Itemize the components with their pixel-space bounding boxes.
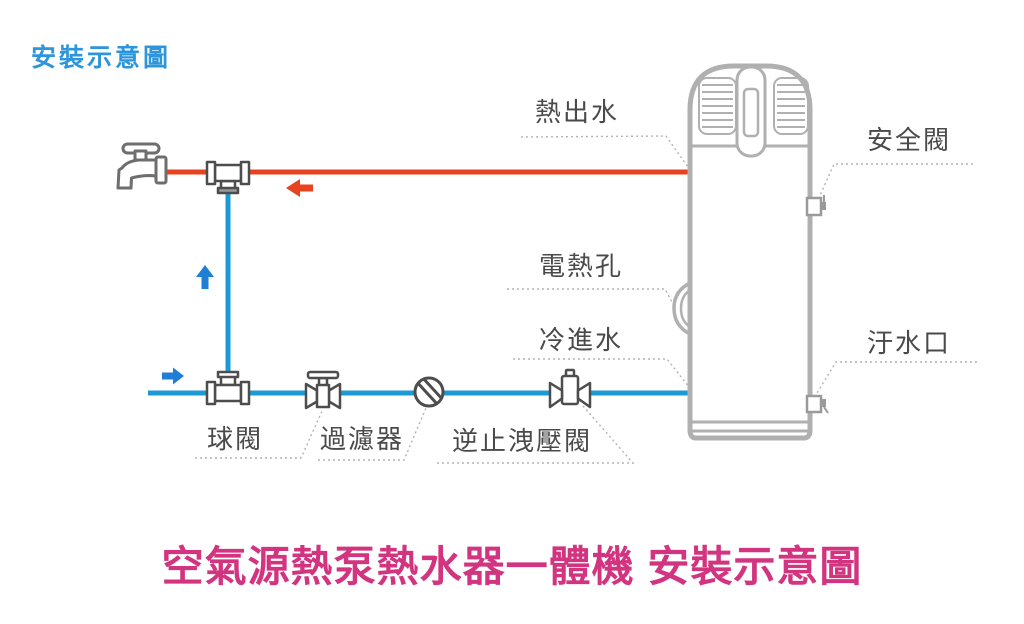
leader-drain-port [813, 361, 977, 399]
water-heater-tank [672, 63, 829, 441]
cold-flow-arrow-right-icon [162, 367, 184, 385]
label-cold-water-in: 冷進水 [539, 325, 624, 355]
leader-check-relief-valve [437, 405, 635, 464]
heater-port-bulge-inner [679, 288, 691, 329]
label-ball-valve: 球閥 [207, 424, 264, 454]
right-vent-grille-icon [773, 77, 809, 135]
safety-valve-fitting [805, 195, 826, 217]
leader-filter [318, 407, 427, 461]
page-title: 安裝示意圖 [31, 44, 172, 72]
label-filter: 過濾器 [320, 424, 405, 454]
label-safety-valve: 安全閥 [867, 125, 952, 155]
leader-ball-valve [195, 408, 324, 459]
label-check-relief-valve: 逆止洩壓閥 [452, 426, 593, 456]
cold-flow-arrow-up-icon [196, 265, 214, 289]
leader-electric-heater-port [507, 288, 688, 331]
label-electric-heater-port: 電熱孔 [539, 251, 624, 281]
leader-hot-water-out [520, 135, 689, 168]
filter-icon [413, 376, 445, 408]
diagram-caption: 空氣源熱泵熱水器一體機 安裝示意圖 [161, 543, 863, 590]
leader-cold-water-in [513, 358, 690, 388]
ball-valve-icon [304, 370, 342, 410]
hot-flow-arrow-left-icon [286, 179, 313, 197]
drain-fitting [805, 394, 829, 414]
tank-body [687, 63, 813, 441]
label-drain-port: 汙水口 [867, 328, 952, 358]
faucet-icon [116, 142, 168, 190]
leader-safety-valve [817, 163, 973, 201]
tee-fitting-bottom [205, 370, 251, 406]
tee-fitting-top [205, 160, 251, 195]
tank-top-handle-inner [742, 87, 760, 138]
check-relief-valve-icon [548, 368, 592, 409]
label-hot-water-out: 熱出水 [535, 97, 620, 127]
tank-top-handle [735, 65, 767, 158]
